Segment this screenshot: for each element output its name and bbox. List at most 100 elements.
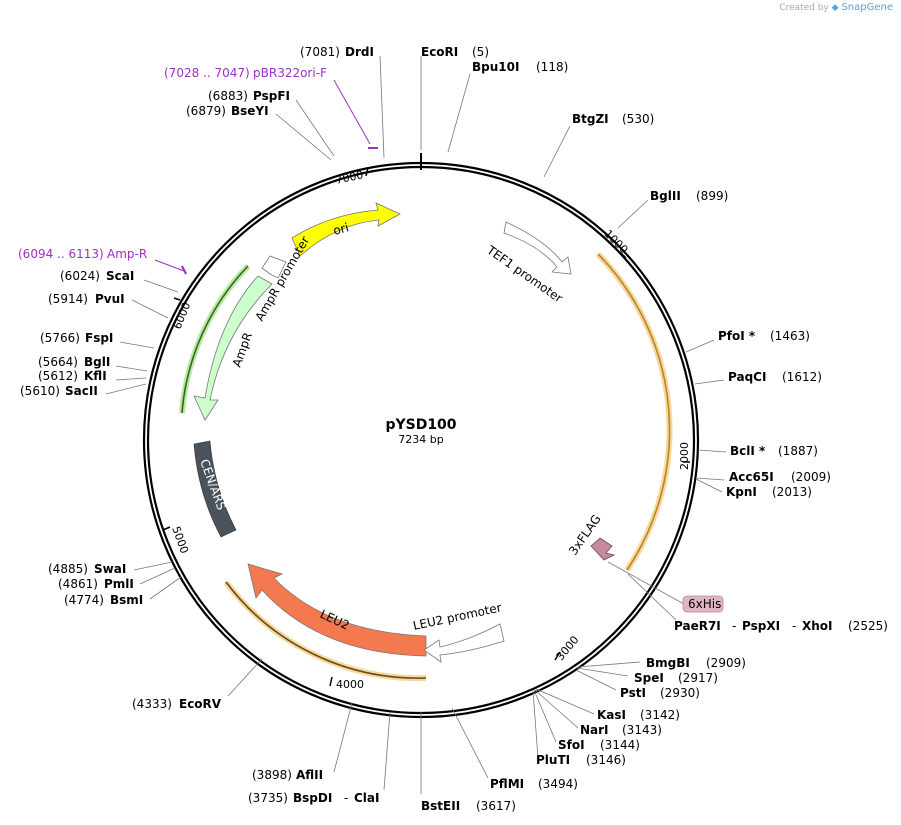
tick-label-4000: 4000 bbox=[336, 678, 364, 691]
site-pos-sacii: (5610) bbox=[20, 384, 60, 398]
site-pos-kasi: (3142) bbox=[640, 708, 680, 722]
site-pos-acc65i: (2009) bbox=[791, 470, 831, 484]
ampr-label: AmpR bbox=[230, 331, 255, 369]
site-name-bgli: BglI bbox=[84, 355, 110, 369]
ori-label: ori bbox=[332, 220, 351, 238]
site-name-scai: ScaI bbox=[106, 269, 134, 283]
orf-arc-leu2 bbox=[225, 581, 427, 679]
site-name-bsmi: BsmI bbox=[110, 593, 143, 607]
site-pos-btgzi: (530) bbox=[622, 112, 654, 126]
leader-xhoi bbox=[627, 573, 677, 621]
site-name-clai: ClaI bbox=[354, 791, 379, 805]
site-pos-sfoi: (3144) bbox=[600, 738, 640, 752]
leu2-promoter-arrow bbox=[423, 623, 505, 663]
site-name-fspi: FspI bbox=[85, 331, 113, 345]
plasmid-name: pYSD100 bbox=[385, 417, 456, 433]
leader-sacii bbox=[105, 383, 147, 395]
leader-bpu10i bbox=[447, 73, 471, 153]
site-pos-ecori: (5) bbox=[472, 45, 489, 59]
leader-kfli bbox=[115, 377, 147, 381]
leader-psti bbox=[575, 669, 617, 691]
orf-arc-ampr bbox=[181, 265, 249, 414]
site-name-ecori: EcoRI bbox=[421, 45, 458, 59]
6xhis-badge bbox=[682, 595, 724, 613]
site-pos-xhoi: (2525) bbox=[848, 619, 888, 633]
site-name-bseyi: BseYI bbox=[231, 104, 269, 118]
site-name-bglii: BglII bbox=[650, 189, 681, 203]
site-leaders bbox=[105, 55, 727, 794]
ampr-arrow bbox=[193, 275, 273, 421]
site-pos-aflii: (3898) bbox=[252, 768, 292, 782]
site-name-aflii: AflII bbox=[296, 768, 323, 782]
leader-nari bbox=[534, 689, 579, 729]
leader-pflmi bbox=[451, 707, 489, 779]
leader-kpni bbox=[695, 478, 723, 493]
leu2-arrow bbox=[247, 563, 427, 657]
leader-bseyi bbox=[275, 113, 332, 161]
site-pos-pspfi: (6883) bbox=[208, 89, 248, 103]
site-name-pspfi: PspFI bbox=[253, 89, 290, 103]
site-name-xhoi: XhoI bbox=[802, 619, 833, 633]
orf-arc-tef1 bbox=[597, 253, 671, 571]
site-name-pflmi: PflMI bbox=[490, 777, 524, 791]
leader-aflii bbox=[333, 702, 353, 773]
sep-3: - bbox=[344, 791, 348, 805]
tick-4000 bbox=[329, 676, 333, 687]
site-pos-pfoi: (1463) bbox=[770, 329, 810, 343]
tick-5000 bbox=[162, 526, 171, 531]
cen-ars-block bbox=[193, 440, 237, 538]
credit-prefix: Created by bbox=[779, 3, 829, 13]
site-pos-kpni: (2013) bbox=[772, 485, 812, 499]
site-pos-pvui: (5914) bbox=[48, 292, 88, 306]
site-pos-paqci: (1612) bbox=[782, 370, 822, 384]
plasmid-size: 7234 bp bbox=[398, 433, 443, 446]
sep-2: - bbox=[792, 619, 796, 633]
tick-label-3000: 3000 bbox=[554, 633, 582, 663]
site-name-btgzi: BtgZI bbox=[572, 112, 609, 126]
tick-label-6000: 6000 bbox=[171, 300, 194, 331]
primer-leader-ori bbox=[333, 79, 371, 145]
leader-spei bbox=[576, 667, 629, 677]
tick-7000 bbox=[365, 167, 369, 177]
site-name-paer7i: PaeR7I bbox=[674, 619, 721, 633]
site-pos-swai: (4885) bbox=[48, 562, 88, 576]
site-name-spei: SpeI bbox=[634, 671, 664, 685]
primer-pos-ori: (7028 .. 7047) bbox=[164, 66, 250, 80]
site-pos-scai: (6024) bbox=[60, 269, 100, 283]
sep-1: - bbox=[732, 619, 736, 633]
site-pos-bseyi: (6879) bbox=[186, 104, 226, 118]
leader-btgzi bbox=[543, 125, 571, 178]
tef1-promoter-arrow bbox=[503, 221, 572, 275]
leader-pluti bbox=[532, 690, 539, 759]
primer-pos-amp: (6094 .. 6113) bbox=[18, 247, 104, 261]
site-name-pvui: PvuI bbox=[95, 292, 125, 306]
tick-label-2000: 2000 bbox=[678, 442, 691, 470]
site-labels: (7081) DrdI EcoRI (5) Bpu10I (118) (6883… bbox=[20, 45, 888, 813]
leader-pvui bbox=[131, 299, 169, 319]
site-pos-bpu10i: (118) bbox=[536, 60, 568, 74]
site-name-sfoi: SfoI bbox=[558, 738, 585, 752]
leu2-promoter-label: LEU2 promoter bbox=[412, 600, 503, 632]
site-pos-clai: (3735) bbox=[248, 791, 288, 805]
site-pos-bsteii: (3617) bbox=[476, 799, 516, 813]
tick-label-7000: 7000 bbox=[334, 168, 364, 187]
leader-scai bbox=[143, 279, 179, 293]
tick-6000 bbox=[173, 297, 181, 301]
leader-bsmi bbox=[149, 576, 182, 600]
leader-pfoi bbox=[685, 339, 715, 353]
site-name-pmli: PmlI bbox=[104, 577, 134, 591]
site-name-acc65i: Acc65I bbox=[729, 470, 774, 484]
snapgene-credit: Created by ◆ SnapGene bbox=[779, 2, 893, 13]
leader-bcli bbox=[697, 449, 727, 453]
site-name-bmgbi: BmgBI bbox=[646, 656, 690, 670]
ori-arrow bbox=[291, 202, 401, 257]
site-pos-ecorv: (4333) bbox=[132, 697, 172, 711]
6xhis-label: 6xHis bbox=[688, 597, 721, 611]
site-name-drdi: DrdI bbox=[345, 45, 374, 59]
leader-clai bbox=[383, 711, 391, 791]
leader-bglii bbox=[617, 199, 649, 229]
site-name-pfoi: PfoI * bbox=[718, 329, 756, 343]
site-pos-bmgbi: (2909) bbox=[706, 656, 746, 670]
